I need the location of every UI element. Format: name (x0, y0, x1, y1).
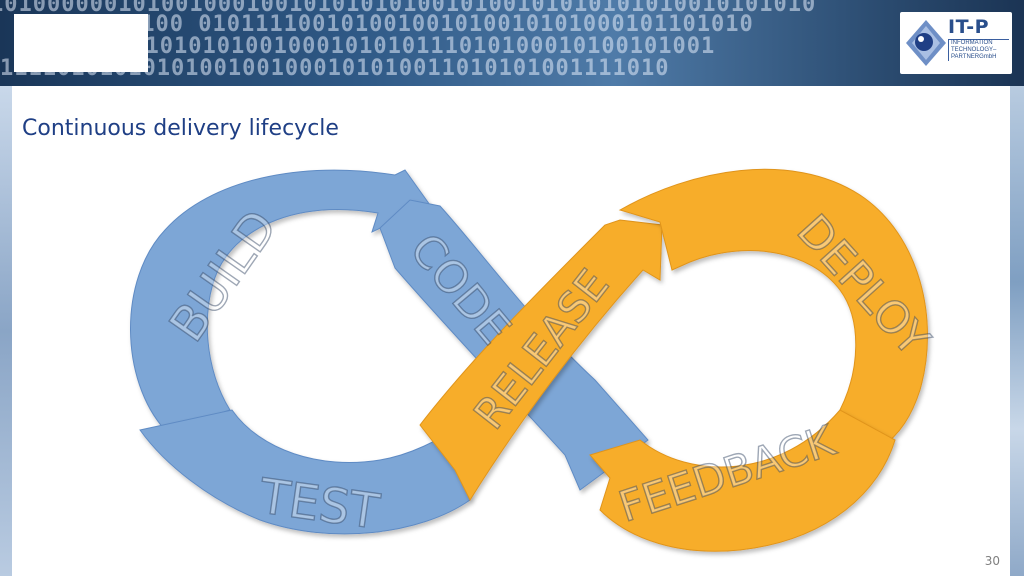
company-logo: IT-P INFORMATION TECHNOLOGY– PARTNERGmbH (900, 12, 1012, 74)
segment-test (139, 409, 471, 535)
logo-title: IT-P (948, 16, 990, 38)
segment-release (419, 219, 663, 502)
segment-build (130, 169, 431, 431)
slide-title: Continuous delivery lifecycle (22, 116, 339, 141)
right-decor-strip (1010, 86, 1024, 576)
binary-text-row: 01111100 0101111001010010010100101010001… (70, 12, 754, 37)
header-white-tab (14, 14, 148, 72)
logo-line: PARTNERGmbH (951, 54, 997, 60)
segment-feedback (589, 409, 896, 552)
logo-subtitle: INFORMATION TECHNOLOGY– PARTNERGmbH (948, 39, 1009, 61)
page-number: 30 (984, 554, 1000, 568)
binary-text-row: 1010000001010010001001010101010010100101… (0, 0, 817, 17)
left-decor-strip (0, 86, 12, 576)
segment-deploy (618, 168, 928, 449)
logo-globe-icon (906, 20, 946, 66)
logo-line: TECHNOLOGY– (951, 47, 997, 53)
binary-text-row: 1010101010101001000101010111010100010100… (60, 34, 716, 59)
logo-line: INFORMATION (951, 40, 993, 46)
